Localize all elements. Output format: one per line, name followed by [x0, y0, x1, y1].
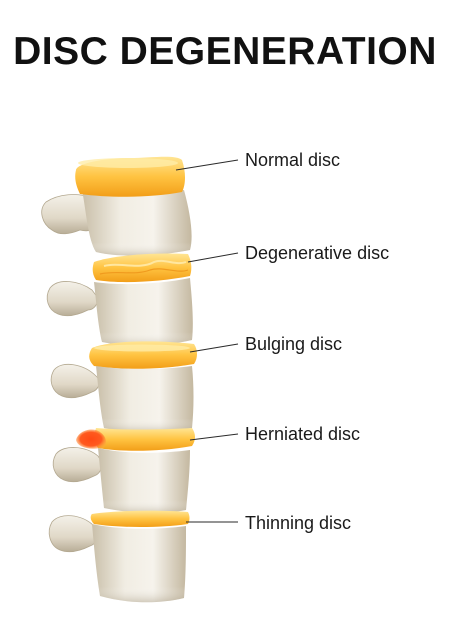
diagram-title: DISC DEGENERATION: [13, 30, 437, 73]
label-herniated-disc: Herniated disc: [245, 424, 361, 444]
label-thinning-disc: Thinning disc: [245, 513, 352, 533]
leader-line-bulging: [189, 343, 239, 353]
leader-line-normal: [175, 159, 239, 171]
label-degenerative-disc: Degenerative disc: [245, 243, 390, 263]
herniated-disc: [76, 428, 195, 451]
vertebra-3: [50, 363, 194, 432]
vertebra-2: [46, 278, 193, 346]
label-bulging-disc: Bulging disc: [245, 334, 343, 354]
thinning-disc: [90, 510, 190, 527]
vertebra-4: [52, 447, 190, 513]
bulging-disc: [89, 341, 197, 369]
leader-line-degenerative: [187, 252, 239, 263]
vertebra-5: [48, 515, 186, 603]
normal-disc: [75, 156, 185, 197]
vertebra-1: [41, 190, 192, 256]
leader-lines: [175, 159, 239, 523]
degenerative-disc: [92, 253, 192, 283]
leader-line-herniated: [189, 433, 239, 441]
label-normal-disc: Normal disc: [245, 150, 341, 170]
